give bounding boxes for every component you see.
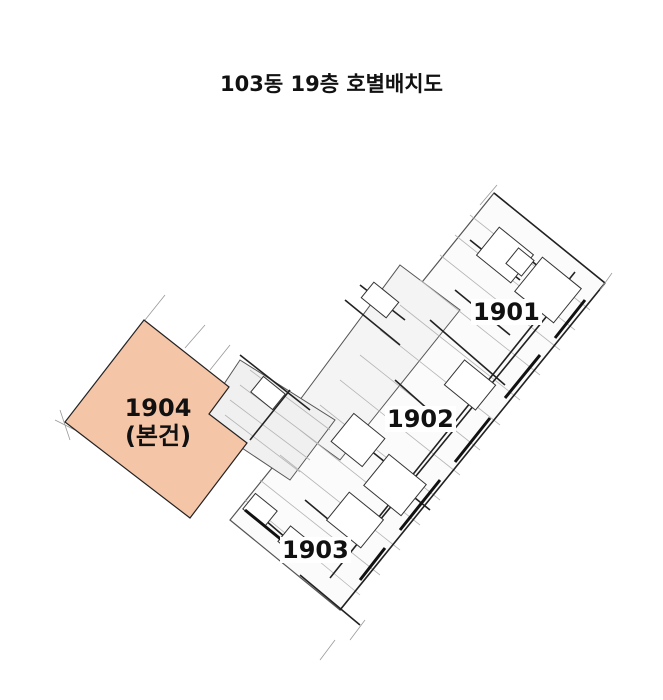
- drawing-rooms: [242, 226, 582, 555]
- unit-1904-area: [64, 319, 248, 519]
- subject-property-note: (본건): [124, 422, 192, 450]
- unit-label-1901: 1901: [471, 298, 542, 326]
- unit-label-1904: 1904 (본건): [120, 394, 196, 450]
- dimension-lines: [54, 184, 613, 661]
- drawing-hatching: [224, 214, 591, 596]
- building-outline: [199, 192, 606, 611]
- unit-label-1902: 1902: [385, 405, 456, 433]
- unit-number-1904: 1904: [124, 394, 192, 422]
- unit-label-1903: 1903: [280, 536, 351, 564]
- page-title: 103동 19층 호별배치도: [220, 72, 443, 96]
